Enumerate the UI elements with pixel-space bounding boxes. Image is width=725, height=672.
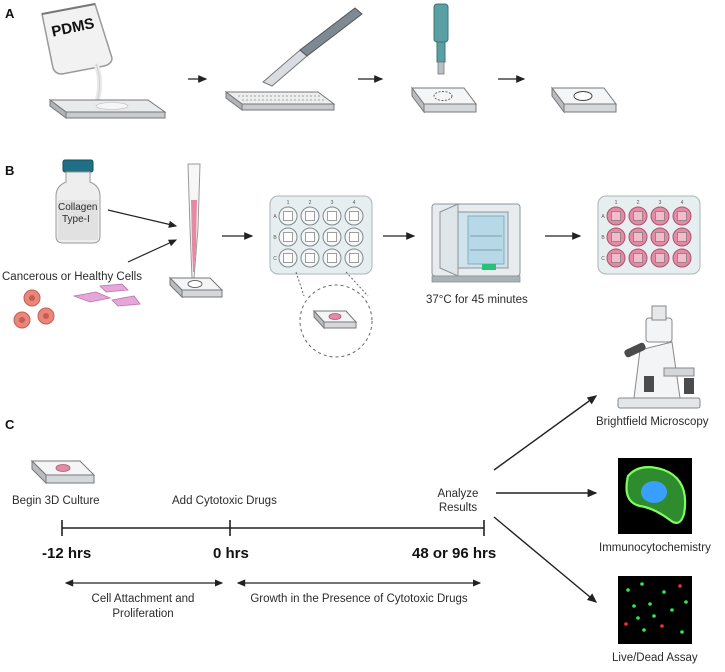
dead-cell-dot	[660, 624, 664, 628]
plate1-insert	[349, 232, 359, 242]
live-cell-dot	[640, 582, 644, 586]
time-end-label: 48 or 96 hrs	[412, 545, 497, 562]
live-cell-dot	[680, 630, 684, 634]
plate1-col-label: 4	[353, 200, 356, 206]
plate1-col-label: 1	[287, 200, 290, 206]
plate1-insert	[305, 253, 315, 263]
plate1-insert	[349, 253, 359, 263]
live-cell-dot	[670, 608, 674, 612]
plate2-insert	[655, 211, 665, 221]
zoomed-block	[312, 309, 358, 330]
plate1-insert	[283, 253, 293, 263]
live-cell-dot	[642, 628, 646, 632]
punched-block	[411, 86, 477, 114]
plate2-insert	[633, 232, 643, 242]
scalpel-icon	[262, 7, 363, 87]
collagen-label-line1: Collagen	[58, 202, 98, 213]
plate1-insert	[327, 253, 337, 263]
time-minus12-label: -12 hrs	[42, 545, 92, 562]
arrow-collagen	[107, 209, 178, 228]
live-cell-dot	[626, 588, 630, 592]
plate2-insert	[655, 232, 665, 242]
dead-cell-dot	[624, 622, 628, 626]
incubator-icon	[431, 203, 521, 283]
plate2-row-label: B	[601, 235, 605, 241]
plate2-col-label: 1	[615, 200, 618, 206]
plate1-col-label: 2	[309, 200, 312, 206]
section-b-label: B	[5, 163, 15, 178]
live-cell-dot	[652, 614, 656, 618]
plate2-insert	[633, 211, 643, 221]
brightfield-label: Brightfield Microscopy	[596, 416, 709, 428]
plate2-insert	[677, 232, 687, 242]
phase1-label: Cell Attachment and Proliferation	[91, 593, 195, 620]
plate1-insert	[327, 232, 337, 242]
well-plate-empty: 1 2 3 4A B C	[269, 195, 373, 275]
zoom-circle	[299, 284, 373, 358]
microscope-icon	[617, 305, 701, 409]
biopsy-punch-icon	[433, 3, 449, 75]
plate2-insert	[611, 253, 621, 263]
plate1-row-label: A	[273, 214, 277, 220]
plate1-insert	[283, 232, 293, 242]
plate2-col-label: 2	[637, 200, 640, 206]
plate1-insert	[305, 211, 315, 221]
pipette-icon	[187, 163, 201, 279]
time-zero-label: 0 hrs	[213, 545, 249, 562]
plate1-insert	[283, 211, 293, 221]
pdms-slide	[48, 99, 167, 119]
live-cell-dot	[632, 604, 636, 608]
plate1-insert	[305, 232, 315, 242]
plate2-col-label: 3	[659, 200, 662, 206]
incubation-label: 37°C for 45 minutes	[426, 294, 528, 306]
plate2-row-label: A	[601, 214, 605, 220]
arrow-cells	[127, 239, 178, 263]
live-cell-dot	[636, 616, 640, 620]
section-a-label: A	[5, 6, 15, 21]
plate2-insert	[611, 232, 621, 242]
analyze-results-label: Analyze Results	[437, 488, 479, 514]
immuno-label: Immunocytochemistry	[599, 542, 711, 554]
plate2-row-label: C	[601, 256, 605, 262]
well-plate-filled: 1 2 3 4A B C	[597, 195, 701, 275]
livedead-label: Live/Dead Assay	[612, 652, 698, 664]
plate2-insert	[611, 211, 621, 221]
immunocytochemistry-image	[618, 458, 692, 534]
begin-culture-block	[30, 459, 96, 485]
collagen-bottle-icon	[55, 159, 101, 244]
plate2-insert	[633, 253, 643, 263]
zoom-line-left	[295, 271, 305, 297]
well-block	[551, 86, 617, 114]
plate2-col-label: 4	[681, 200, 684, 206]
cut-slide	[224, 91, 336, 111]
plate1-insert	[327, 211, 337, 221]
plate2-insert	[677, 211, 687, 221]
live-cell-dot	[662, 590, 666, 594]
begin-culture-label: Begin 3D Culture	[12, 495, 100, 507]
pdms-beaker-icon	[41, 3, 113, 114]
arrow-to-brightfield	[493, 395, 598, 471]
plate1-col-label: 3	[331, 200, 334, 206]
seeded-block	[168, 276, 224, 299]
section-c-label: C	[5, 417, 15, 432]
arrow-to-livedead	[493, 516, 598, 603]
live-cell-dot	[648, 602, 652, 606]
plate1-row-label: C	[273, 256, 277, 262]
add-drugs-label: Add Cytotoxic Drugs	[172, 495, 277, 507]
live-cell-dot	[684, 600, 688, 604]
cancer-cells-icon	[13, 289, 55, 329]
dead-cell-dot	[678, 584, 682, 588]
live-dead-image	[618, 576, 692, 644]
plate1-insert	[349, 211, 359, 221]
phase2-label: Growth in the Presence of Cytotoxic Drug…	[250, 593, 468, 605]
plate2-insert	[655, 253, 665, 263]
cells-label: Cancerous or Healthy Cells	[2, 271, 142, 283]
zoom-line-right	[345, 271, 369, 297]
collagen-label-line2: Type-I	[62, 214, 90, 225]
plate1-row-label: B	[273, 235, 277, 241]
plate2-insert	[677, 253, 687, 263]
healthy-cells-icon	[72, 283, 141, 307]
